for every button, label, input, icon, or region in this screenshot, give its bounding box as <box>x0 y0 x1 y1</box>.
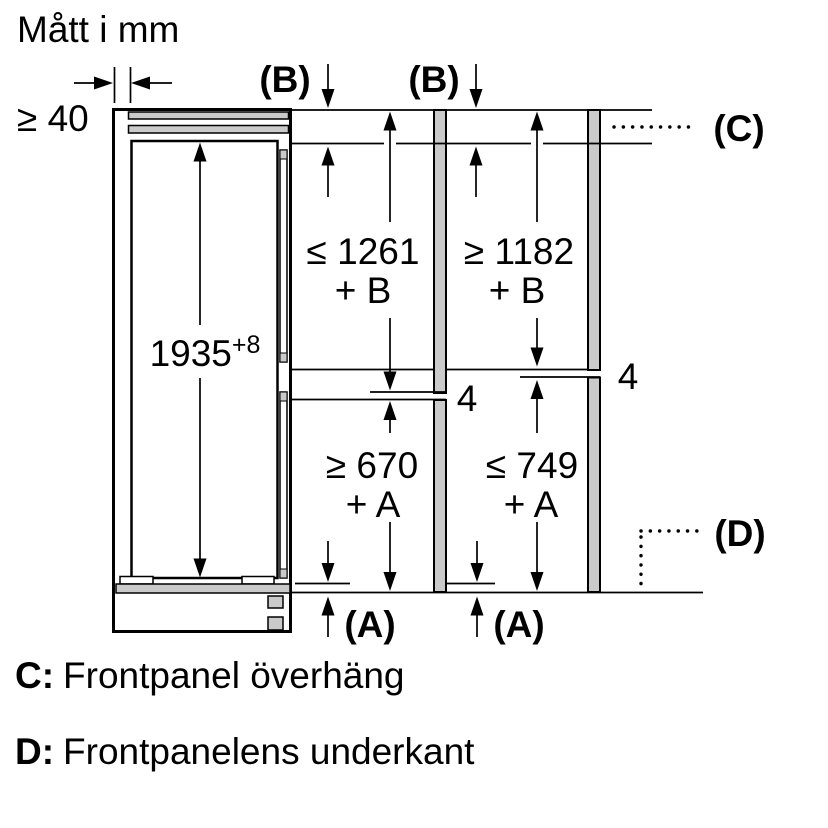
gap-4-left-label: 4 <box>457 378 478 419</box>
page-title: Mått i mm <box>17 9 179 50</box>
top-vent-bar-1 <box>127 111 290 120</box>
dim-a-left-arrows <box>321 541 335 637</box>
legend-c-line: C:Frontpanel överhäng <box>15 655 405 696</box>
plinth-bar <box>115 583 291 594</box>
front-panel-option-1 <box>433 109 447 593</box>
dim-lower-left-suffix: + A <box>346 484 401 525</box>
ref-a-left-label: (A) <box>344 604 395 645</box>
dim-lower-left-value: ≥ 670 <box>326 445 418 486</box>
dim-upper-right-line <box>530 111 544 367</box>
dim-b-left-arrows <box>321 64 335 197</box>
dim-lower-left-line <box>383 401 397 591</box>
dim-upper-right-suffix: + B <box>489 270 546 311</box>
hinge-block-2 <box>267 616 284 631</box>
ref-b-right-label: (B) <box>408 59 459 100</box>
upper-door-edge <box>279 149 288 363</box>
dim-a-right-arrows <box>470 541 484 637</box>
hinge-block-1 <box>267 595 284 609</box>
dim-lower-right-line <box>530 380 544 591</box>
dim-upper-right-value: ≥ 1182 <box>464 231 574 272</box>
dim-clearance-40 <box>74 67 172 103</box>
dim-upper-left-suffix: + B <box>335 270 392 311</box>
dim-lower-right-suffix: + A <box>504 484 559 525</box>
legend-d-line: D:Frontpanelens underkant <box>15 731 475 772</box>
appliance-cabinet <box>112 108 292 633</box>
left-foot <box>119 575 154 585</box>
cabinet-height-label: 1935+8 <box>150 331 261 374</box>
clearance-40-label: ≥ 40 <box>17 98 89 139</box>
dim-upper-left-line <box>383 111 397 391</box>
dim-lower-right-value: ≤ 749 <box>486 445 578 486</box>
gap-4-right-label: 4 <box>618 356 639 397</box>
ref-c-label: (C) <box>713 108 764 149</box>
door-edge-caps <box>279 149 288 579</box>
leader-d-dotted-line <box>639 529 699 592</box>
ref-a-right-label: (A) <box>493 604 544 645</box>
ref-d-label: (D) <box>714 513 765 554</box>
right-foot <box>241 575 275 585</box>
top-vent-bar-2 <box>127 124 290 134</box>
cabinet-inner-box <box>130 139 279 580</box>
front-panel-option-2 <box>587 109 601 593</box>
dim-cabinet-height-line <box>193 142 207 578</box>
dim-upper-left-value: ≤ 1261 <box>307 231 420 272</box>
ref-b-left-label: (B) <box>259 59 310 100</box>
dim-b-right-arrows <box>469 64 483 197</box>
lower-door-edge <box>279 391 288 579</box>
reference-lines <box>292 109 703 594</box>
